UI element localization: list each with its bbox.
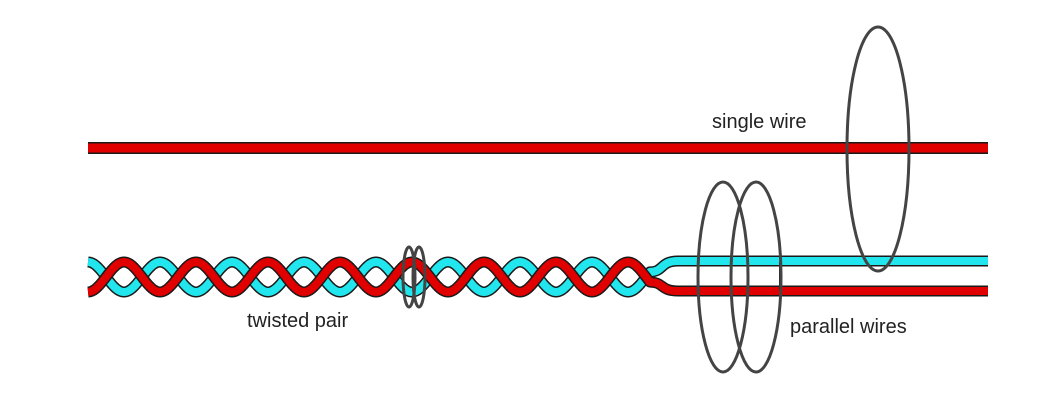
twisted-pair-field-loop-1: [401, 245, 417, 309]
twisted-pair-field-loop-2: [411, 245, 427, 309]
twisted-pair: [84, 255, 988, 298]
single-wire-label: single wire: [712, 111, 806, 133]
red-wire: [86, 258, 988, 296]
parallel-wires-field-loop-2: [729, 180, 783, 374]
single-wire-field-loop: [845, 25, 911, 273]
parallel-wires-field-loop-1: [696, 180, 750, 374]
twisted-pair-label: twisted pair: [247, 310, 348, 332]
parallel-wires-label: parallel wires: [790, 316, 907, 338]
